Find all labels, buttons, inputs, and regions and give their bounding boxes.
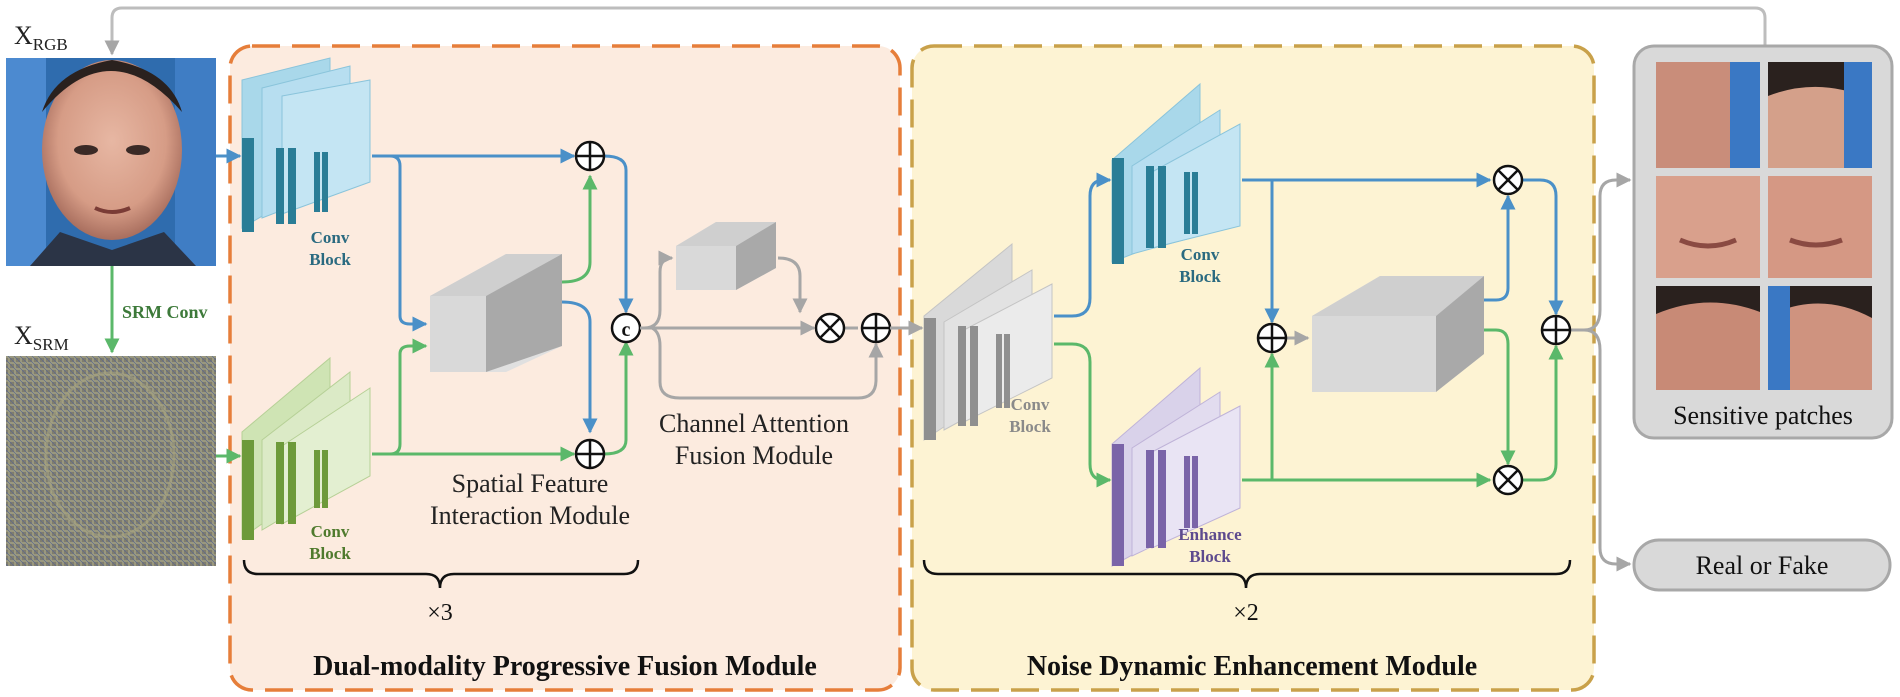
add-node-ndem-final [1540, 314, 1572, 346]
multiply-node-ndem-top [1492, 164, 1524, 196]
feedback-line [104, 6, 1767, 56]
repeat-dpfm-label: ×3 [427, 600, 453, 626]
dpfm-frame [228, 44, 902, 692]
concat-symbol: c [622, 319, 631, 341]
repeat-brace-ndem: ×2 [922, 559, 1572, 626]
patch-grid [1656, 62, 1872, 390]
input-srm: XSRM [6, 321, 216, 566]
ndem-connections [890, 172, 1632, 572]
srm-noise-image [6, 356, 216, 566]
ndem-module: Noise Dynamic Enhancement Module [910, 44, 1596, 692]
add-node-top [574, 140, 606, 172]
multiply-node-ndem-bottom [1492, 464, 1524, 496]
cafm-connections [640, 250, 930, 400]
ndem-frame [910, 44, 1596, 692]
srm-conv-arrow: SRM Conv [104, 266, 208, 354]
repeat-brace-dpfm: ×3 [242, 559, 640, 626]
input-rgb-label: XRGB [14, 21, 68, 54]
add-node-ndem-left [1256, 322, 1288, 354]
concat-node: c [610, 312, 642, 344]
cafm-block [676, 222, 776, 290]
dpfm-module: Dual-modality Progressive Fusion Module [228, 44, 902, 692]
real-or-fake-label: Real or Fake [1696, 551, 1829, 580]
sensitive-patches-label: Sensitive patches [1673, 401, 1853, 430]
add-node-cafm [860, 312, 892, 344]
srm-conv-label: SRM Conv [122, 302, 208, 322]
ndem-title: Noise Dynamic Enhancement Module [1027, 651, 1477, 682]
sfim-block [430, 254, 562, 372]
ndem-center-block [1312, 276, 1484, 392]
rgb-face-image [6, 58, 216, 266]
real-or-fake-box: Real or Fake [1632, 538, 1892, 592]
patch-3 [1656, 176, 1760, 278]
add-node-bottom [574, 438, 606, 470]
patch-4 [1768, 176, 1872, 278]
multiply-node-cafm [814, 312, 846, 344]
dpfm-title: Dual-modality Progressive Fusion Module [313, 651, 817, 682]
repeat-ndem-label: ×2 [1233, 600, 1259, 626]
input-srm-label: XSRM [14, 321, 69, 354]
dpfm-connections [372, 148, 634, 462]
sensitive-patches-panel: Sensitive patches [1632, 44, 1894, 440]
input-rgb: XRGB [6, 21, 216, 266]
